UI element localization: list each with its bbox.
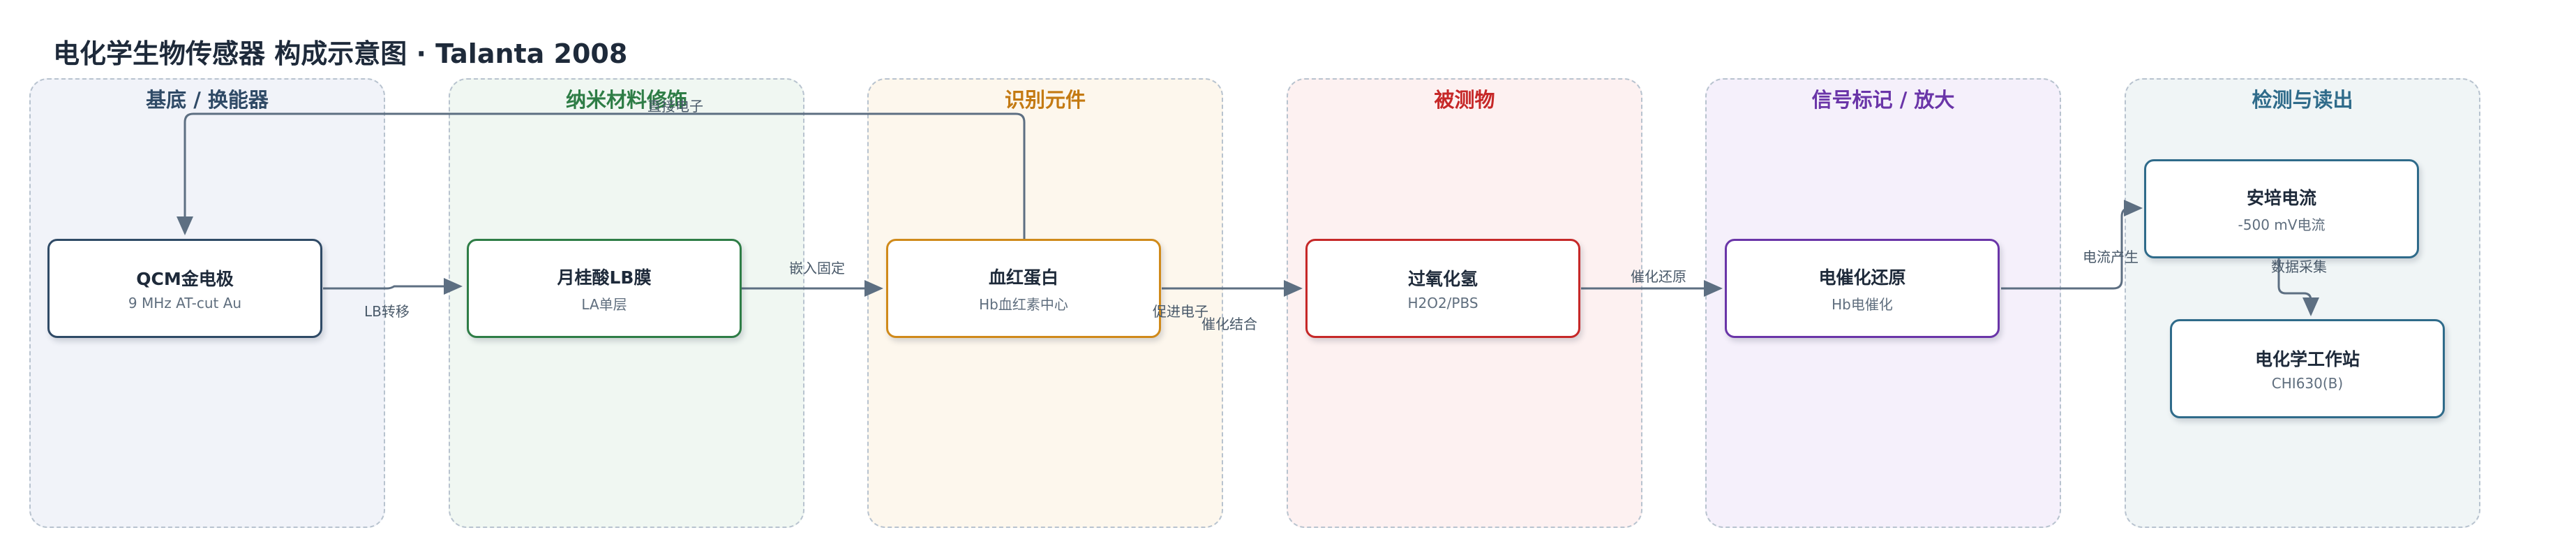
edge-qcm-to-lb bbox=[323, 278, 463, 295]
node-subtitle: Hb血红素中心 bbox=[979, 295, 1068, 313]
column-title-detection: 检测与读出 bbox=[2252, 88, 2353, 112]
node-subtitle: 9 MHz AT-cut Au bbox=[128, 295, 242, 311]
column-title-analyte: 被测物 bbox=[1434, 88, 1495, 112]
node-amperometric-current: 安培电流 -500 mV电流 bbox=[2144, 159, 2419, 258]
column-title-recognition: 识别元件 bbox=[1004, 88, 1086, 112]
node-electrochemical-workstation: 电化学工作站 CHI630(B) bbox=[2170, 319, 2445, 418]
column-title-substrate: 基底 / 换能器 bbox=[146, 88, 269, 112]
edge-label-direct-electron: 直接电子 bbox=[647, 98, 703, 115]
node-title: 电化学工作站 bbox=[2254, 349, 2360, 369]
edge-label-catalytic-binding: 催化结合 bbox=[1201, 316, 1257, 332]
node-subtitle: -500 mV电流 bbox=[2238, 216, 2326, 233]
edge-label-embed: 嵌入固定 bbox=[789, 260, 845, 277]
node-subtitle: Hb电催化 bbox=[1832, 295, 1893, 313]
column-title-signal: 信号标记 / 放大 bbox=[1811, 88, 1955, 112]
node-hemoglobin: 血红蛋白 Hb血红素中心 bbox=[886, 239, 1161, 338]
node-title: 安培电流 bbox=[2246, 187, 2316, 208]
node-subtitle: LA单层 bbox=[581, 295, 627, 313]
node-qcm-electrode: QCM金电极 9 MHz AT-cut Au bbox=[47, 239, 322, 338]
edge-amp-to-chi bbox=[2277, 258, 2319, 316]
diagram-title: 电化学生物传感器 构成示意图 · Talanta 2008 bbox=[53, 38, 628, 69]
node-title: 电催化还原 bbox=[1818, 267, 1906, 288]
edge-hb-to-qcm bbox=[177, 112, 1026, 239]
node-lb-film: 月桂酸LB膜 LA单层 bbox=[467, 239, 742, 338]
node-title: 血红蛋白 bbox=[988, 267, 1058, 288]
node-hydrogen-peroxide: 过氧化氢 H2O2/PBS bbox=[1305, 239, 1580, 338]
node-title: QCM金电极 bbox=[136, 269, 234, 289]
edge-label-data-acquisition: 数据采集 bbox=[2271, 258, 2327, 275]
edge-cat-to-amp bbox=[2001, 200, 2143, 290]
node-subtitle: CHI630(B) bbox=[2271, 375, 2344, 392]
edge-label-lb-transfer: LB转移 bbox=[364, 303, 410, 320]
edge-label-promote-electron: 促进电子 bbox=[1153, 303, 1208, 320]
column-title-nano: 纳米材料修饰 bbox=[565, 88, 687, 112]
edge-label-catalytic-reduction: 催化还原 bbox=[1631, 268, 1686, 285]
edge-label-current-generation: 电流产生 bbox=[2083, 249, 2139, 265]
node-title: 过氧化氢 bbox=[1407, 269, 1478, 289]
node-electrocatalytic-reduction: 电催化还原 Hb电催化 bbox=[1725, 239, 2000, 338]
node-subtitle: H2O2/PBS bbox=[1407, 295, 1478, 311]
node-title: 月桂酸LB膜 bbox=[557, 267, 652, 288]
